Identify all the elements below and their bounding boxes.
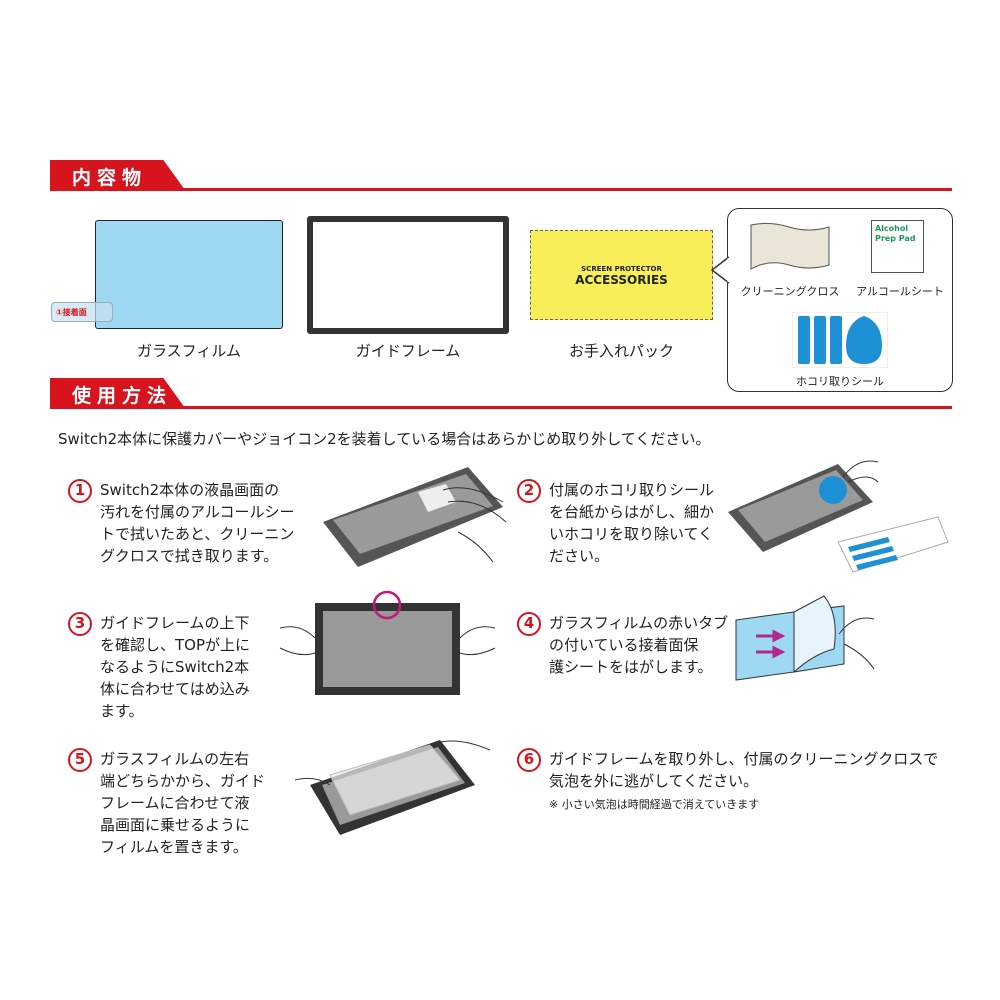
pack-line-2: ACCESSORIES [575, 273, 668, 287]
step-text-line: 体に合わせてはめ込み [100, 680, 250, 698]
step-number: 4 [517, 612, 541, 636]
step-3-illustration [279, 590, 496, 695]
step-number: 1 [68, 479, 92, 503]
step-text-line: なるようにSwitch2本 [100, 658, 250, 676]
step-number: 6 [517, 748, 541, 772]
step-text-line: を確認し、TOPが上に [100, 636, 251, 654]
usage-section-title: 使用方法 [50, 378, 185, 408]
section-divider [50, 406, 952, 409]
step-text-line: ガラスフィルムの左右 [100, 750, 250, 768]
step-text-line: グクロスで拭き取ります。 [100, 547, 279, 565]
alcohol-pad-image: Alcohol Prep Pad [871, 220, 924, 273]
step-text-line: いホコリを取り除いてく [549, 525, 714, 543]
step-number: 2 [517, 479, 541, 503]
accessories-callout [727, 208, 953, 392]
step-text-line: 端どちらかから、ガイド [100, 772, 266, 790]
step-5-illustration [294, 740, 491, 835]
glass-film-image [95, 220, 283, 329]
step-number: 3 [68, 612, 92, 636]
step-6-note: ※ 小さい気泡は時間経過で消えていきます [549, 798, 760, 811]
section-divider [50, 188, 952, 191]
step-text-line: 護シートをはがします。 [549, 658, 713, 676]
cleaning-cloth-image [750, 222, 830, 270]
glass-film-label: ガラスフィルム [136, 342, 242, 360]
step-text-line: Switch2本体の液晶画面の [100, 481, 280, 499]
step-text-line: トで拭いたあと、クリーニン [100, 525, 295, 543]
step-4-illustration [735, 595, 875, 681]
step-text-line: 汚れを付属のアルコールシー [100, 503, 295, 521]
pack-line-1: SCREEN PROTECTOR [581, 265, 662, 273]
adhesive-tab: ①接着面 [51, 302, 113, 322]
step-text-line: ガイドフレームの上下 [100, 614, 250, 632]
step-2-illustration [728, 460, 949, 573]
step-text-line: フレームに合わせて液 [100, 794, 250, 812]
step-1-illustration [323, 467, 507, 567]
pad-text-1: Alcohol [875, 224, 909, 233]
contents-section-title: 内容物 [50, 160, 185, 190]
step-text-line: を台紙からはがし、細か [549, 503, 715, 521]
step-text-line: ます。 [100, 702, 144, 720]
dust-sticker-label: ホコリ取りシール [796, 375, 884, 388]
step-text-line: 気泡を外に逃がしてください。 [549, 772, 759, 790]
callout-pointer [710, 256, 730, 284]
step-text-line: ガイドフレームを取り外し、付属のクリーニングクロスで [549, 750, 939, 768]
step-number: 5 [68, 748, 92, 772]
pad-text-2: Prep Pad [875, 234, 916, 243]
step-text-line: 晶画面に乗せるように [100, 816, 251, 834]
alcohol-sheet-label: アルコールシート [856, 285, 944, 298]
care-pack-label: お手入れパック [568, 342, 674, 360]
usage-intro: Switch2本体に保護カバーやジョイコン2を装着している場合はあらかじめ取り外… [58, 430, 711, 448]
cleaning-cloth-label: クリーニングクロス [740, 285, 840, 298]
step-text-line: 付属のホコリ取りシール [549, 481, 715, 499]
guide-frame-image [307, 216, 509, 334]
guide-frame-label: ガイドフレーム [355, 342, 461, 360]
step-text-line: の付いている接着面保 [549, 636, 699, 654]
dust-sticker-image [792, 312, 888, 368]
step-text-line: ださい。 [549, 547, 610, 565]
care-pack-image: SCREEN PROTECTOR ACCESSORIES [530, 230, 713, 320]
step-text-line: フィルムを置きます。 [100, 838, 248, 856]
step-text-line: ガラスフィルムの赤いタブ [549, 614, 729, 632]
